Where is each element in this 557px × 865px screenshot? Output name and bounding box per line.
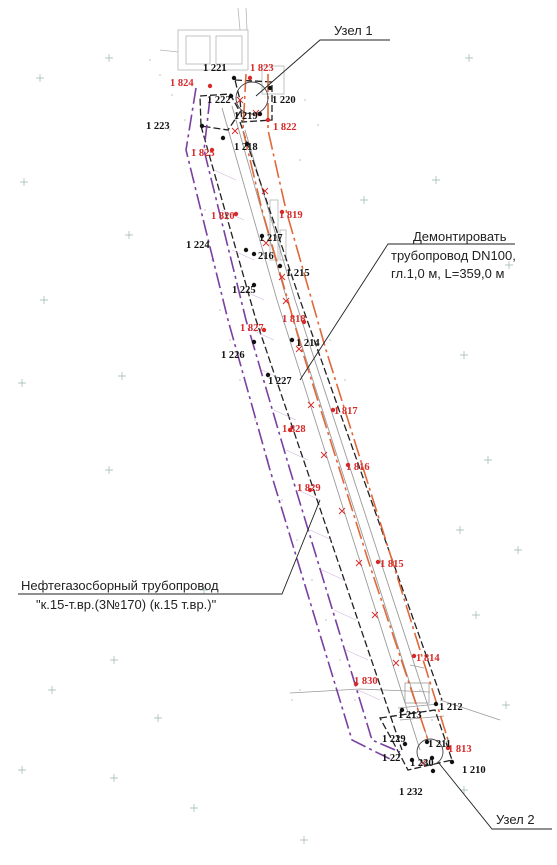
pipeline-route-purple [185, 87, 401, 761]
point-label: 1 227 [268, 376, 292, 387]
point-label: 1 232 [399, 787, 423, 798]
point-label: 1 818 [282, 314, 306, 325]
node-1-label: Узел 1 [334, 23, 373, 38]
point-label: 1 211 [428, 739, 451, 750]
route-hatching [213, 169, 381, 701]
point-label: 1 822 [273, 122, 297, 133]
grid-crosses [18, 54, 522, 844]
node-1-infrastructure [159, 7, 287, 261]
point-label: 1 820 [211, 211, 235, 222]
point-label: 1 218 [234, 142, 258, 153]
point-label: 1 814 [416, 653, 440, 664]
red-point-labels: 1 823 1 824 1 822 1 825 1 819 1 820 1 81… [170, 63, 472, 755]
red-survey-points [207, 75, 451, 751]
point-label: 1 824 [170, 78, 194, 89]
point-label: 1 221 [203, 63, 227, 74]
point-label: 1 827 [240, 323, 264, 334]
point-label: 1 817 [334, 406, 358, 417]
dismantle-x-markers [231, 96, 427, 767]
point-label: 1 217 [259, 233, 283, 244]
dismantle-label-line-2: трубопровод DN100, [391, 248, 516, 263]
node-1-circle [235, 81, 269, 115]
point-label: 1 224 [186, 240, 210, 251]
point-label: 1 815 [380, 559, 404, 570]
callout-node-2: Узел 2 [437, 761, 552, 830]
point-label: 1 828 [282, 424, 306, 435]
black-point-labels: 1 221 1 222 1 220 1 219 1 223 1 218 1 21… [146, 63, 486, 798]
pipeline-label-line-2: "к.15-т.вр.(3№170) (к.15 т.вр.)" [36, 597, 217, 612]
point-label: 1 825 [191, 148, 215, 159]
point-label: 1 212 [439, 702, 463, 713]
point-label: 1 22 [382, 753, 400, 764]
point-label: 1 229 [382, 734, 406, 745]
pipeline-label-line-1: Нефтегазосборный трубопровод [21, 578, 219, 593]
black-survey-points [199, 75, 455, 774]
point-label: 216 [258, 251, 274, 262]
point-label: 1 813 [448, 744, 472, 755]
point-label: 1 225 [232, 285, 256, 296]
point-label: 1 223 [146, 121, 170, 132]
point-label: 1 230 [410, 758, 434, 769]
point-label: 1 220 [272, 95, 296, 106]
callout-dismantle: Демонтировать трубопровод DN100, гл.1,0 … [299, 229, 516, 381]
callout-node-1: Узел 1 [255, 23, 390, 97]
callout-pipeline: Нефтегазосборный трубопровод "к.15-т.вр.… [18, 499, 321, 612]
point-label: 1 830 [354, 676, 378, 687]
point-label: 1 213 [398, 710, 422, 721]
point-label: 1 819 [279, 210, 303, 221]
point-label: 1 829 [297, 483, 321, 494]
terrain-dots [149, 59, 433, 761]
dismantle-label-line-3: гл.1,0 м, L=359,0 м [391, 266, 504, 281]
point-label: 1 816 [346, 462, 370, 473]
point-label: 1 210 [462, 765, 486, 776]
point-label: 1 219 [234, 111, 258, 122]
point-label: 1 215 [286, 268, 310, 279]
node-2-circle [416, 738, 444, 766]
point-label: 1 214 [296, 338, 320, 349]
point-label: 1 222 [207, 95, 231, 106]
existing-pipelines [221, 105, 431, 751]
node-2-label: Узел 2 [496, 812, 535, 827]
dismantle-label-line-1: Демонтировать [413, 229, 507, 244]
point-label: 1 823 [250, 63, 274, 74]
node-2-infrastructure [289, 664, 501, 721]
point-label: 1 226 [221, 350, 245, 361]
